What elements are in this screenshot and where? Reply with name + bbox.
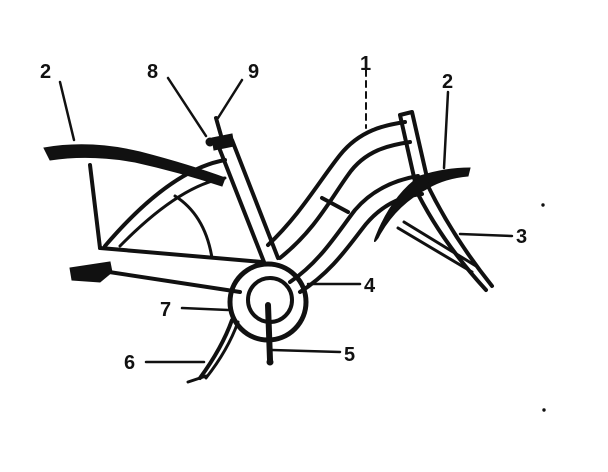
leader-fender-brace bbox=[458, 232, 514, 238]
chainstay-lower bbox=[94, 268, 242, 294]
callout-8: 8 bbox=[147, 61, 158, 83]
leader-crank-arm bbox=[270, 348, 342, 354]
kickstand-foot bbox=[186, 374, 208, 384]
callout-3: 3 bbox=[516, 226, 527, 248]
down-tube-lower-b bbox=[298, 192, 424, 294]
callout-6: 6 bbox=[124, 352, 135, 374]
leader-seat-clamp-bolt bbox=[166, 76, 208, 138]
seat-tube-left bbox=[216, 143, 266, 264]
callout-5: 5 bbox=[344, 344, 355, 366]
down-tube-lower-a bbox=[288, 174, 420, 284]
down-tube-upper-b bbox=[278, 140, 412, 260]
fender-brace bbox=[396, 226, 474, 274]
callout-4: 4 bbox=[364, 275, 376, 297]
arch-stay-outer bbox=[103, 158, 227, 248]
cross-brace bbox=[320, 196, 350, 214]
front-fender bbox=[373, 167, 471, 242]
fender-brace-2 bbox=[402, 220, 478, 268]
leader-lines bbox=[58, 69, 514, 364]
callout-2-front: 2 bbox=[442, 71, 453, 93]
crank-end bbox=[266, 358, 274, 366]
callout-1: 1 bbox=[360, 53, 371, 75]
leader-chain-guard bbox=[180, 306, 230, 312]
callout-2-rear: 2 bbox=[40, 61, 51, 83]
seat-tube-right bbox=[230, 138, 280, 260]
arch-stay-drop bbox=[173, 194, 214, 260]
rear-stay bbox=[88, 163, 102, 250]
chainstay-upper bbox=[98, 246, 264, 264]
leader-rear-fender bbox=[58, 80, 76, 142]
callout-9: 9 bbox=[248, 61, 259, 83]
crank-arm bbox=[265, 302, 273, 363]
front-fork-inner bbox=[424, 180, 494, 288]
front-fork-outer bbox=[412, 184, 488, 292]
down-tube-upper-a bbox=[266, 120, 407, 247]
callout-labels: 2 8 9 1 2 3 4 5 6 7 bbox=[40, 53, 527, 374]
scan-speck bbox=[541, 203, 545, 207]
kickstand bbox=[198, 318, 234, 380]
leader-front-fender bbox=[442, 90, 450, 170]
kickstand-inner bbox=[204, 320, 240, 380]
callout-7: 7 bbox=[160, 299, 171, 321]
rear-dropout bbox=[69, 261, 113, 283]
seat-clamp bbox=[211, 133, 235, 151]
scan-speck bbox=[542, 408, 546, 412]
leader-seat-post bbox=[216, 78, 244, 120]
rear-fender bbox=[43, 144, 226, 187]
